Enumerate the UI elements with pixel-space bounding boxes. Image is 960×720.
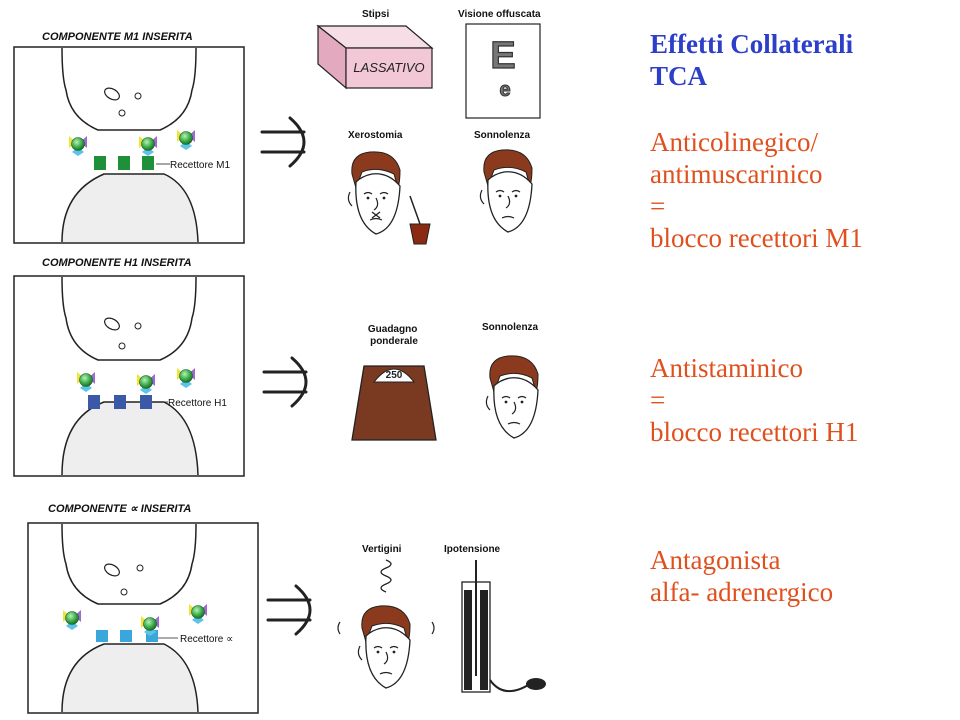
face-sleepy-1 <box>479 149 533 233</box>
eye-chart-small-letter: e <box>499 79 510 101</box>
sidebar-heading: Effetti Collaterali TCA <box>650 29 854 91</box>
face-dizzy <box>337 559 435 689</box>
face-sleepy-2 <box>485 355 539 439</box>
eye-chart: E e <box>465 23 541 119</box>
implies-arrow-2 <box>262 356 308 408</box>
synapse-h1: Recettore H1 <box>61 276 227 476</box>
implies-arrow-1 <box>260 116 306 168</box>
label-guadagno-ponderale: Guadagno ponderale <box>368 324 420 347</box>
panel-title-alpha: COMPONENTE ∝ INSERITA <box>48 503 191 515</box>
receptor-label-alpha: Recettore ∝ <box>180 634 233 645</box>
eye-chart-big-letter: E <box>490 35 515 77</box>
label-visione-offuscata: Visione offuscata <box>458 9 541 20</box>
sidebar-block-anticholinergic: Anticolinegico/ antimuscarinico = blocco… <box>650 127 863 253</box>
sidebar-block-alpha-antagonist: Antagonista alfa- adrenergico <box>650 545 834 607</box>
label-sonnolenza-1: Sonnolenza <box>474 130 531 141</box>
label-xerostomia: Xerostomia <box>348 130 403 141</box>
bathroom-scale: 250 <box>351 365 437 441</box>
receptor-label-m1: Recettore M1 <box>170 160 230 171</box>
label-guadagno-line2: ponderale <box>370 336 418 347</box>
label-vertigini: Vertigini <box>362 544 402 555</box>
scale-readout: 250 <box>386 370 403 381</box>
laxative-box-label: LASSATIVO <box>353 60 424 75</box>
panel-frame-alpha <box>27 522 259 714</box>
synapse-alpha: Recettore ∝ <box>61 523 233 713</box>
panel-title-m1: COMPONENTE M1 INSERITA <box>42 31 193 43</box>
face-dry-mouth <box>347 151 431 245</box>
sidebar-block-antihistamine: Antistaminico = blocco recettori H1 <box>650 353 859 447</box>
label-sonnolenza-2: Sonnolenza <box>482 322 539 333</box>
receptor-label-h1: Recettore H1 <box>168 398 227 409</box>
panel-frame-m1 <box>13 46 245 244</box>
panel-title-h1: COMPONENTE H1 INSERITA <box>42 257 192 269</box>
laxative-box: LASSATIVO <box>316 24 434 90</box>
label-stipsi: Stipsi <box>362 9 389 20</box>
implies-arrow-3 <box>266 584 312 636</box>
panel-frame-h1 <box>13 275 245 477</box>
blood-pressure-gauge <box>461 560 546 693</box>
label-ipotensione: Ipotensione <box>444 544 501 555</box>
label-guadagno-line1: Guadagno <box>368 324 417 335</box>
synapse-m1: Recettore M1 <box>61 47 230 243</box>
